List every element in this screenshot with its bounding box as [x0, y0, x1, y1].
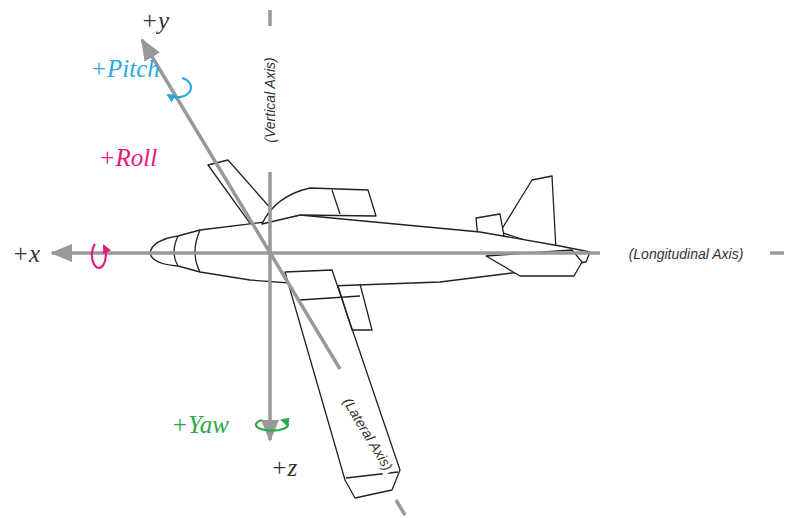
- axis-sign: +z: [268, 454, 301, 481]
- axis-sign: +x: [9, 240, 43, 267]
- axis-sign: +y: [138, 7, 172, 34]
- rotation-label: +Pitch: [87, 55, 163, 82]
- airplane-drawing: [133, 160, 590, 498]
- rotation-arrows: [92, 78, 288, 431]
- axis-name: (Vertical Axis): [262, 54, 278, 145]
- rotation-label: +Roll: [96, 144, 161, 171]
- axis-name: (Longitudinal Axis): [626, 246, 747, 262]
- rotation-label: +Yaw: [168, 411, 232, 438]
- axis-lines: [52, 10, 784, 515]
